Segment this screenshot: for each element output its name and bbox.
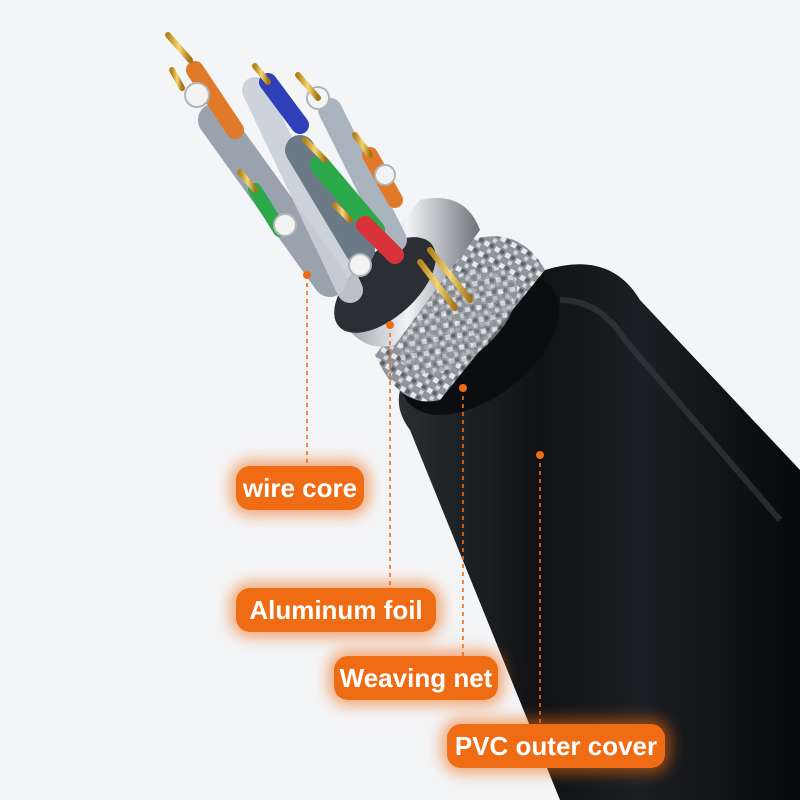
aluminum-foil-sleeve — [334, 198, 480, 347]
label-aluminum-foil: Aluminum foil — [236, 588, 436, 632]
leader-lines — [306, 275, 541, 728]
anchor-dots — [303, 271, 544, 459]
anchor-pvc — [536, 451, 544, 459]
wire-core-bundle — [165, 32, 473, 311]
braid-shield — [375, 236, 545, 402]
anchor-weaving-net — [459, 384, 467, 392]
label-weaving-net: Weaving net — [334, 656, 498, 700]
anchor-wire-core — [303, 271, 311, 279]
gold-conductors — [165, 32, 473, 311]
anchor-aluminum-foil — [386, 321, 394, 329]
blue-pair — [259, 73, 309, 134]
red-pair — [356, 216, 404, 264]
label-wire-core: wire core — [236, 466, 364, 510]
label-pvc-outer-cover: PVC outer cover — [447, 724, 665, 768]
